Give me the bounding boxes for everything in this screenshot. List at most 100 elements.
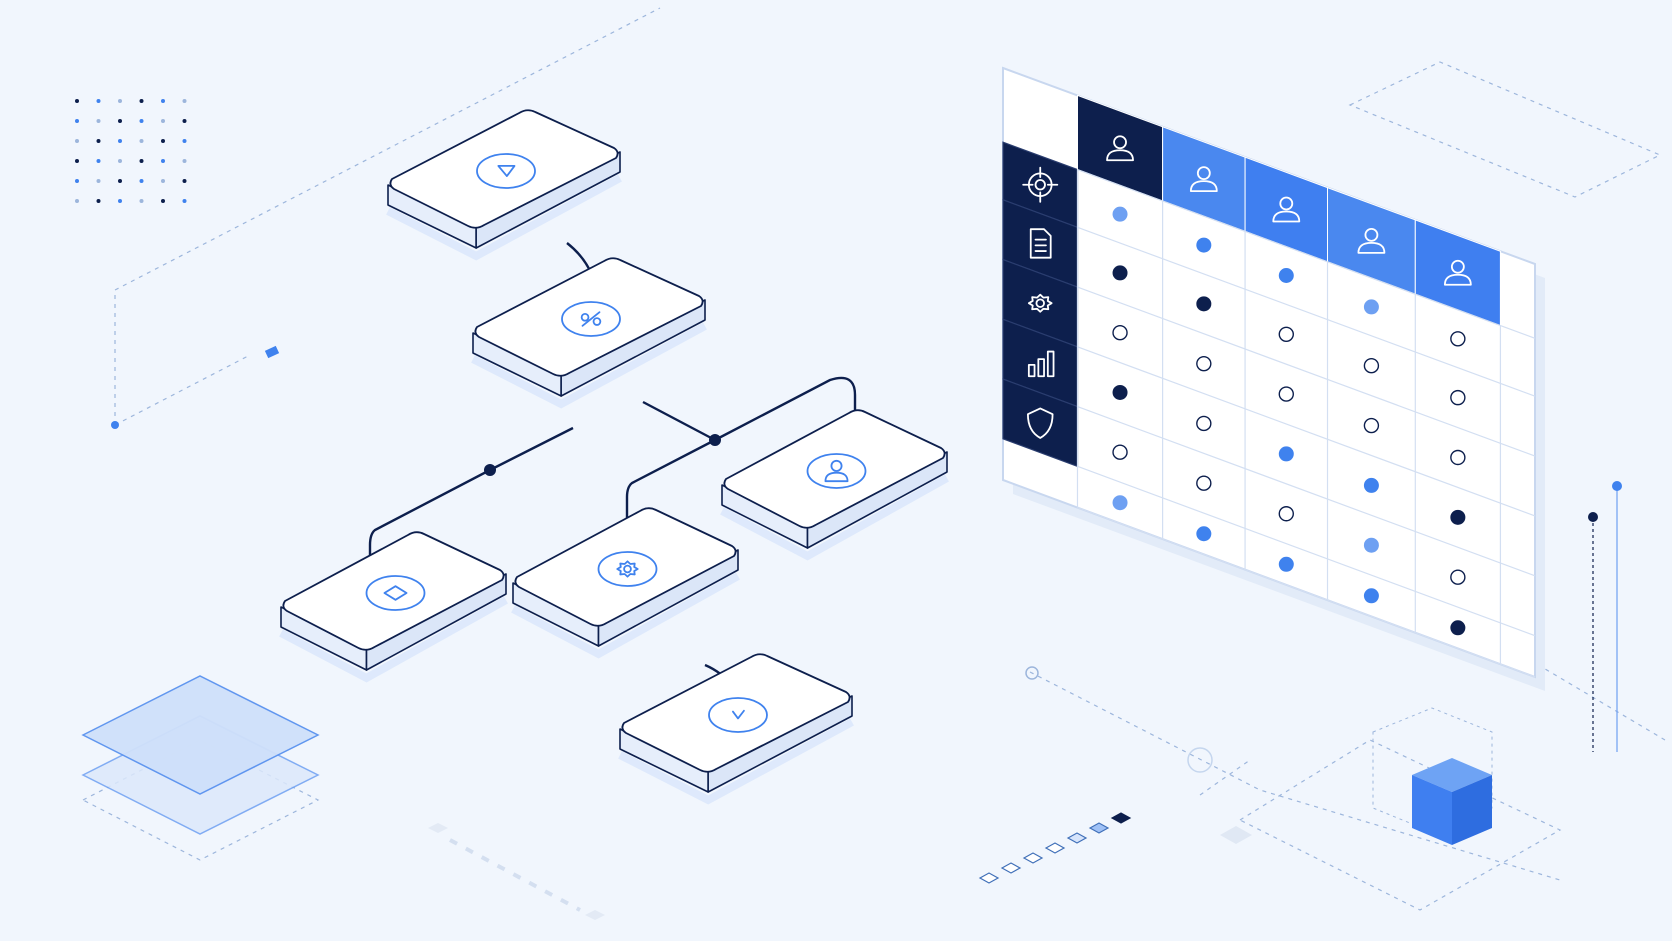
matrix-cell-empty[interactable]	[1112, 324, 1128, 341]
grid-dot	[118, 99, 122, 103]
progress-chip	[978, 872, 1000, 884]
grid-dot	[182, 119, 187, 123]
matrix-cell-navy[interactable]	[1112, 265, 1128, 281]
progress-chips	[978, 812, 1132, 884]
floor-square	[585, 910, 605, 920]
grid-dot	[139, 139, 144, 143]
guide-diamond	[1238, 739, 1562, 911]
play-triangle-icon	[497, 164, 516, 178]
ring-dot	[1187, 747, 1213, 773]
flow-node-start[interactable]	[386, 109, 622, 261]
anchor-dot	[111, 421, 119, 429]
node-top-face	[282, 531, 505, 651]
grid-dot	[96, 199, 101, 203]
matrix-cell-empty[interactable]	[1196, 415, 1212, 432]
row-header-icon-wrap	[1027, 350, 1055, 378]
grid-dot	[139, 159, 144, 163]
node-top-face	[621, 653, 851, 773]
grid-dot	[118, 119, 122, 123]
permission-matrix	[1002, 66, 1545, 691]
flow-node-approve[interactable]	[618, 653, 854, 805]
gear-icon	[1027, 293, 1053, 313]
grid-dot	[96, 179, 101, 183]
flow-node-calculate[interactable]	[471, 257, 707, 409]
matrix-cell-light[interactable]	[1112, 206, 1128, 222]
junction-dot	[709, 434, 721, 446]
matrix-cell-light[interactable]	[1363, 537, 1379, 553]
icon-ring	[806, 453, 867, 489]
grid-dot	[96, 99, 101, 103]
matrix-cell-light[interactable]	[1363, 299, 1379, 315]
matrix-cell-blue[interactable]	[1196, 526, 1212, 542]
percent-icon	[580, 311, 602, 327]
cube-left	[1412, 775, 1452, 845]
grid-dot	[182, 199, 187, 203]
layer-stack	[81, 675, 320, 835]
matrix-cell-light[interactable]	[1112, 495, 1128, 511]
square-icon	[383, 585, 408, 601]
matrix-cell-navy[interactable]	[1450, 620, 1466, 636]
node-icon-badge	[597, 551, 658, 587]
matrix-cell-navy[interactable]	[1450, 509, 1466, 525]
marker-square	[264, 345, 280, 359]
matrix-cell-empty[interactable]	[1363, 358, 1380, 374]
floor-square	[428, 823, 448, 833]
node-icon-badge	[365, 575, 426, 611]
matrix-cell-empty[interactable]	[1196, 355, 1212, 372]
node-glow	[511, 572, 740, 659]
pins	[1588, 481, 1622, 752]
matrix-cell-empty[interactable]	[1278, 326, 1294, 342]
matrix-cell-empty[interactable]	[1278, 506, 1294, 522]
user-icon	[1272, 196, 1301, 223]
matrix-cell-empty[interactable]	[1363, 417, 1380, 434]
node-icon-badge	[806, 453, 867, 489]
matrix-grid-line	[1077, 465, 1536, 637]
matrix-grid-line	[1077, 507, 1536, 678]
matrix-cell-empty[interactable]	[1450, 389, 1466, 406]
grid-dot	[161, 119, 165, 123]
row-header-icon-wrap	[1022, 166, 1059, 203]
flow-nodes	[279, 109, 949, 805]
grid-dot	[75, 119, 79, 123]
flow-node-configure[interactable]	[511, 507, 740, 659]
row-header-icon-wrap	[1026, 407, 1054, 439]
connector-junction-configure	[622, 438, 716, 576]
matrix-cell-blue[interactable]	[1278, 556, 1294, 572]
node-glow	[386, 174, 622, 261]
matrix-cell-empty[interactable]	[1450, 569, 1466, 585]
floor-trail	[449, 838, 581, 912]
background-guides	[81, 7, 1666, 911]
grid-dot	[182, 139, 187, 143]
matrix-cell-empty[interactable]	[1450, 331, 1466, 347]
matrix-cell-blue[interactable]	[1196, 237, 1212, 253]
row-header-icon-wrap	[1027, 293, 1053, 313]
matrix-cell-blue[interactable]	[1278, 446, 1294, 462]
grid-dot	[75, 159, 79, 163]
connector-calculate-junction	[642, 400, 716, 442]
matrix-cell-blue[interactable]	[1363, 588, 1379, 604]
matrix-cell-navy[interactable]	[1196, 296, 1212, 312]
column-header-icon-wrap	[1443, 259, 1472, 286]
matrix-cell-blue[interactable]	[1278, 268, 1294, 284]
grid-dot	[75, 99, 79, 103]
grid-dot	[139, 119, 144, 123]
floor-square	[1220, 826, 1252, 844]
pin-dot	[1588, 512, 1598, 522]
matrix-cell-navy[interactable]	[1112, 384, 1128, 400]
matrix-cell-empty[interactable]	[1112, 444, 1128, 460]
icon-ring	[365, 575, 426, 611]
matrix-grid-line	[1077, 286, 1536, 457]
grid-dot	[96, 119, 101, 123]
grid-dot	[118, 159, 122, 163]
matrix-cell-empty[interactable]	[1450, 449, 1466, 466]
flow-node-process-square[interactable]	[279, 531, 508, 683]
flow-node-review[interactable]	[720, 409, 949, 561]
grid-dot	[182, 159, 187, 163]
matrix-cell-empty[interactable]	[1196, 475, 1212, 491]
matrix-cell-blue[interactable]	[1363, 477, 1379, 493]
grid-dot	[161, 179, 165, 183]
matrix-cell-empty[interactable]	[1278, 386, 1294, 402]
grid-dot	[182, 179, 187, 183]
